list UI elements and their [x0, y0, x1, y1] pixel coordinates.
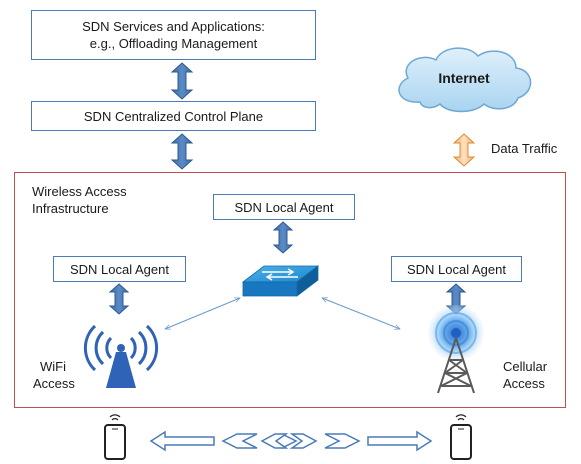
- d2d-link-arrows: [149, 430, 433, 452]
- local-agent-right-label: SDN Local Agent: [406, 261, 506, 277]
- agent-left-wifi-arrow: [108, 283, 130, 315]
- data-traffic-label: Data Traffic: [491, 141, 558, 156]
- d2d-right-arrow: [367, 430, 433, 452]
- region-label-line2: Infrastructure: [32, 201, 109, 216]
- local-agent-center-label: SDN Local Agent: [234, 199, 334, 215]
- region-label-line1: Wireless Access: [32, 184, 127, 199]
- wireless-access-region: [14, 172, 566, 408]
- cellular-access-label: Cellular Access: [503, 358, 547, 392]
- left-phone-icon: [104, 414, 126, 460]
- d2d-chevron-right-1: [324, 433, 361, 449]
- wifi-antenna-icon: [83, 324, 159, 388]
- sdn-services-box: SDN Services and Applications: e.g., Off…: [31, 10, 316, 60]
- switch-wifi-link: [165, 298, 240, 329]
- wifi-label-line2: Access: [33, 376, 75, 391]
- wifi-access-label: WiFi Access: [33, 358, 75, 392]
- local-agent-right: SDN Local Agent: [391, 256, 522, 282]
- services-control-arrow: [170, 62, 194, 100]
- data-traffic-arrow: [452, 133, 476, 167]
- d2d-left-arrow: [149, 430, 215, 452]
- local-agent-left: SDN Local Agent: [53, 256, 186, 282]
- right-phone-icon: [450, 414, 472, 460]
- sdn-services-title: SDN Services and Applications:: [82, 19, 265, 34]
- wifi-label-line1: WiFi: [40, 359, 66, 374]
- sdn-services-example: e.g., Offloading Management: [89, 36, 258, 51]
- control-plane-box: SDN Centralized Control Plane: [31, 101, 316, 131]
- region-label: Wireless Access Infrastructure: [32, 183, 127, 217]
- network-switch-icon: [241, 265, 320, 297]
- cellular-label-line1: Cellular: [503, 359, 548, 374]
- switch-cellular-link: [322, 298, 400, 329]
- control-plane-label: SDN Centralized Control Plane: [83, 108, 264, 124]
- d2d-chevron-left-1: [221, 433, 258, 449]
- internet-label: Internet: [438, 70, 490, 86]
- local-agent-left-label: SDN Local Agent: [69, 261, 169, 277]
- control-region-arrow: [170, 133, 194, 170]
- cellular-tower-icon: [428, 305, 484, 394]
- d2d-chevron-right-2: [289, 433, 318, 449]
- cellular-label-line2: Access: [503, 376, 545, 391]
- d2d-chevron-left-2: [260, 433, 289, 449]
- local-agent-center: SDN Local Agent: [213, 194, 355, 220]
- internet-cloud-icon: [398, 47, 532, 113]
- agent-center-switch-arrow: [272, 221, 294, 254]
